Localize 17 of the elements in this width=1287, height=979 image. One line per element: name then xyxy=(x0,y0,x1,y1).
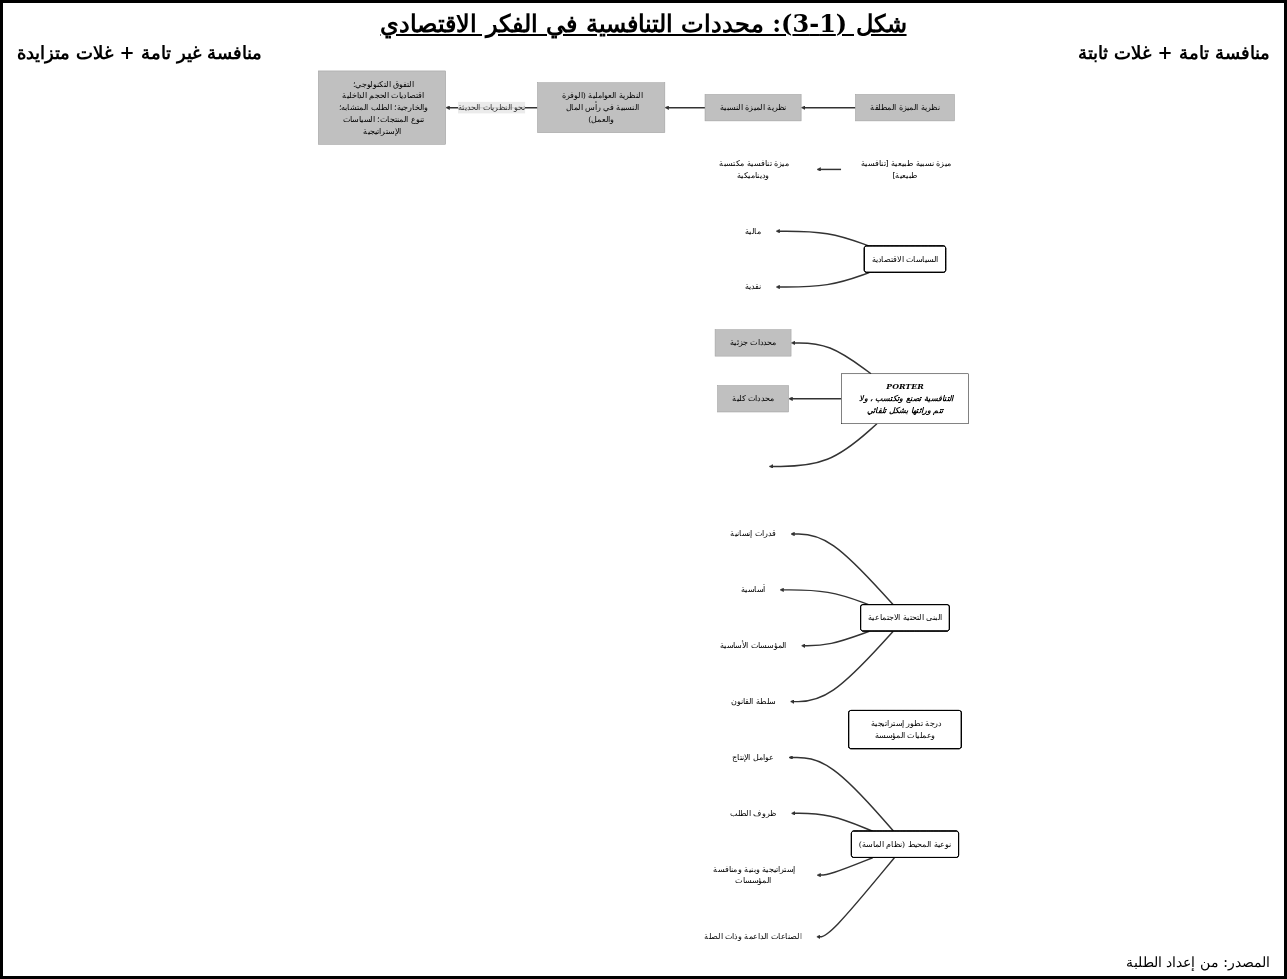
arrow xyxy=(790,531,894,606)
arrow xyxy=(664,105,706,110)
section-heading: منافسة تامة + غلات ثابتة xyxy=(1077,42,1270,63)
arrow xyxy=(768,423,878,469)
arrow xyxy=(800,630,870,648)
diagram-title: شكل (1-3): محددات التنافسية في الفكر الاقتصادي xyxy=(379,9,908,38)
arrow xyxy=(775,271,870,290)
source-note: المصدر: من إعداد الطلبة xyxy=(1125,954,1270,970)
arrow xyxy=(788,755,895,832)
arrow xyxy=(800,105,857,110)
arrow xyxy=(788,396,842,401)
arrow xyxy=(816,856,874,878)
arrow xyxy=(789,630,894,704)
section-heading: منافسة غير تامة + غلات متزايدة xyxy=(17,42,263,63)
arrow xyxy=(816,167,842,172)
arrow xyxy=(816,856,896,939)
arrow xyxy=(790,340,872,375)
